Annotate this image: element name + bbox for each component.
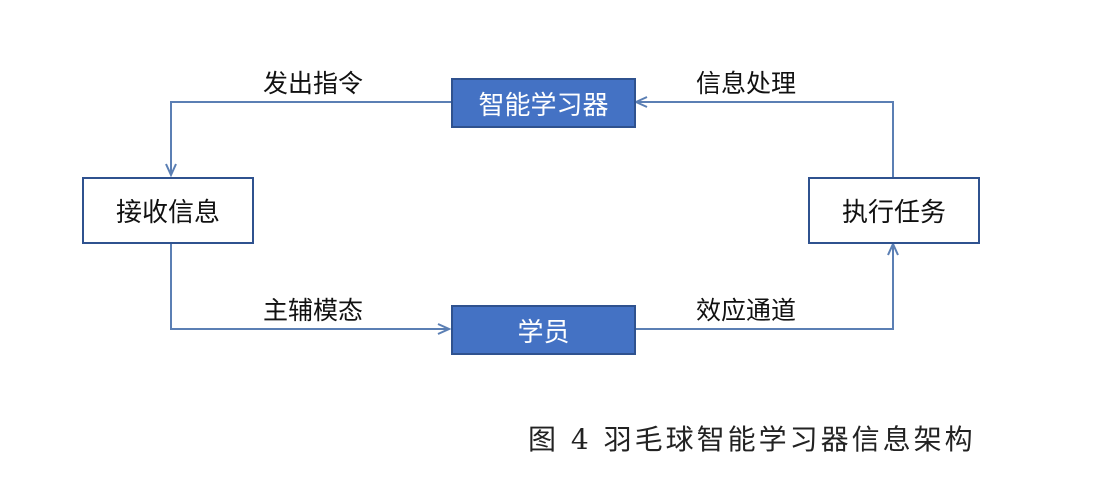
node-student: 学员 [451, 305, 636, 355]
connector-main-aux-modality [170, 244, 449, 329]
label-issue-command: 发出指令 [263, 69, 364, 98]
node-receive-info: 接收信息 [82, 177, 254, 244]
label-info-processing: 信息处理 [696, 69, 797, 98]
connector-issue-command [171, 101, 451, 175]
figure-caption: 图 4 羽毛球智能学习器信息架构 [528, 423, 976, 456]
connector-info-processing [636, 102, 894, 177]
label-main-aux-modality: 主辅模态 [263, 296, 364, 325]
connector-effect-channel [636, 244, 893, 330]
node-learner-device: 智能学习器 [451, 78, 636, 128]
label-effect-channel: 效应通道 [696, 296, 797, 325]
node-execute-task: 执行任务 [808, 177, 980, 244]
